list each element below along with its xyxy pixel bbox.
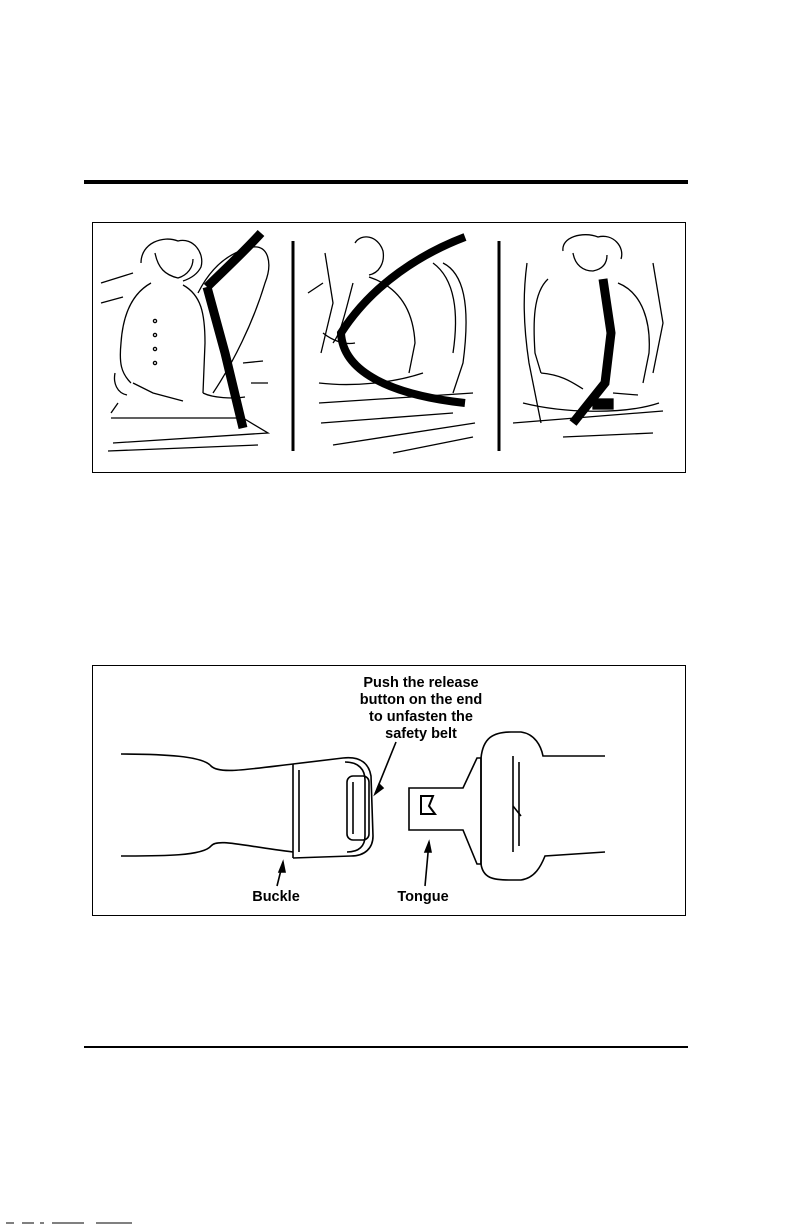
belt-fastening-illustration <box>92 222 686 473</box>
release-callout-line-2: button on the end <box>321 692 521 709</box>
panel-2-figure <box>308 237 475 453</box>
buckle-tongue-illustration: Push the release button on the end to un… <box>92 665 686 916</box>
release-callout-line-1: Push the release <box>321 675 521 692</box>
scan-artifact-marks <box>0 1219 140 1225</box>
buckle-label: Buckle <box>236 889 316 906</box>
header-rule <box>84 180 688 184</box>
release-callout-line-4: safety belt <box>321 726 521 743</box>
tongue-label: Tongue <box>383 889 463 906</box>
belt-fastening-drawing <box>93 223 687 474</box>
release-button-callout: Push the release button on the end to un… <box>321 675 521 743</box>
footer-rule <box>84 1046 688 1048</box>
release-callout-line-3: to unfasten the <box>321 709 521 726</box>
